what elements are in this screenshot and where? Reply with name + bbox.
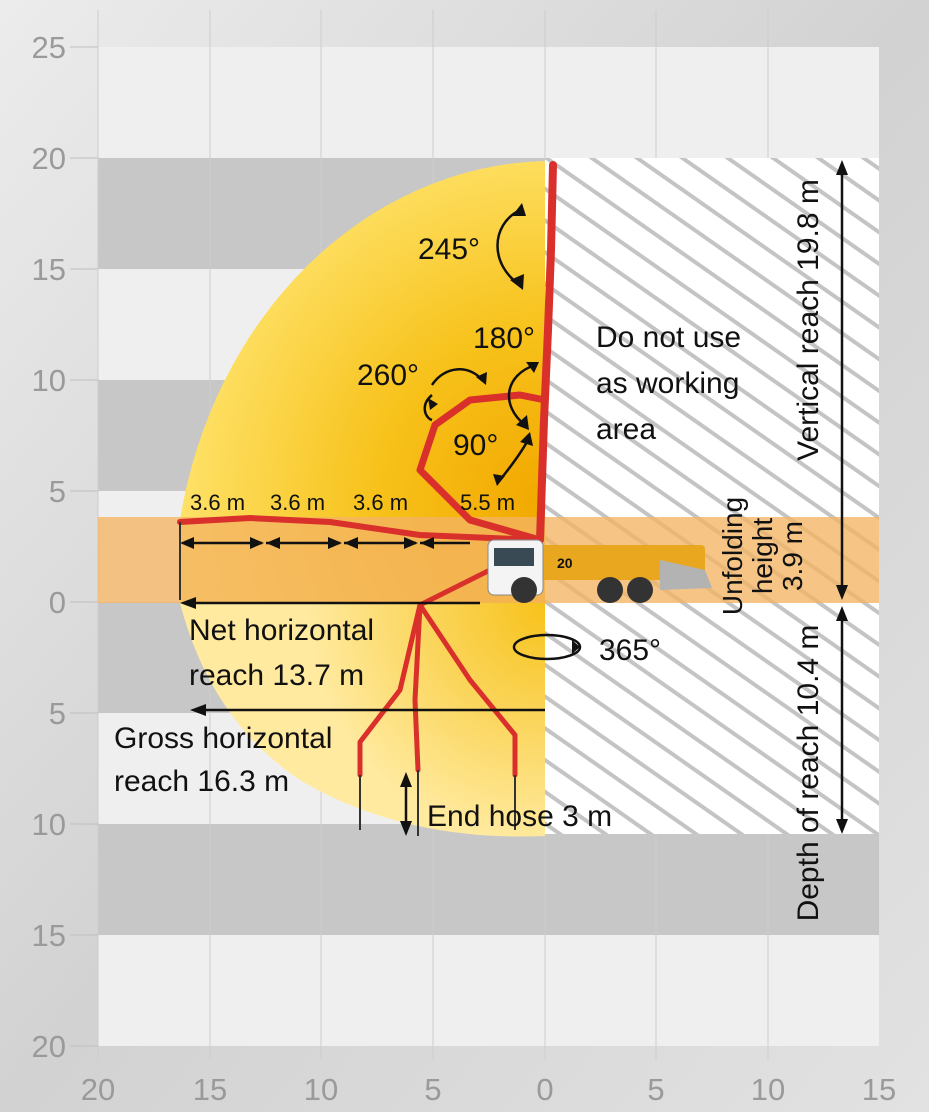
gross-reach-line-1: Gross horizontal bbox=[114, 722, 332, 755]
rotation-245-arc bbox=[496, 208, 521, 287]
x-tick-20: 20 bbox=[81, 1072, 115, 1107]
angle-260-label: 260° bbox=[357, 359, 419, 392]
band-m10-m15 bbox=[98, 824, 879, 935]
y-tick-25: 25 bbox=[32, 30, 66, 65]
depth-reach-label: Depth of reach 10.4 m bbox=[792, 625, 825, 922]
end-hoses bbox=[179, 522, 516, 836]
section-1-label: 3.6 m bbox=[190, 490, 245, 515]
boom-vertical bbox=[536, 161, 557, 544]
rotation-arrowheads bbox=[428, 203, 580, 654]
section-3-label: 3.6 m bbox=[353, 490, 408, 515]
angle-90-label: 90° bbox=[453, 429, 498, 462]
net-reach-line-2: reach 13.7 m bbox=[189, 659, 364, 692]
band-25-20 bbox=[98, 47, 879, 158]
angle-180-label: 180° bbox=[473, 322, 535, 355]
y-tick-20: 20 bbox=[32, 141, 66, 176]
truck: 20 bbox=[487, 539, 712, 603]
horizontal-ticklines bbox=[70, 46, 98, 1047]
net-reach-line-1: Net horizontal bbox=[189, 614, 374, 647]
no-work-line-2: as working bbox=[596, 367, 739, 400]
rotation-180-arc bbox=[507, 363, 536, 426]
unfolding-line-2: height bbox=[747, 518, 778, 595]
x-tick-10: 10 bbox=[304, 1072, 338, 1107]
vertical-reach-label: Vertical reach 19.8 m bbox=[792, 179, 825, 461]
band-m15-m20 bbox=[98, 935, 879, 1046]
boom-folded bbox=[416, 391, 549, 544]
x-tick-p5: 5 bbox=[647, 1072, 664, 1107]
boom-horizontal bbox=[177, 515, 543, 543]
no-work-line-3: area bbox=[596, 413, 656, 446]
gross-reach-line-2: reach 16.3 m bbox=[114, 765, 289, 798]
x-tick-0: 0 bbox=[536, 1072, 553, 1107]
y-tick-10: 10 bbox=[32, 363, 66, 398]
y-tick-m20: 20 bbox=[32, 1029, 66, 1064]
truck-hopper bbox=[660, 560, 712, 590]
x-tick-p15: 15 bbox=[862, 1072, 896, 1107]
truck-wheel-3 bbox=[627, 577, 653, 603]
angle-245-label: 245° bbox=[418, 233, 480, 266]
no-work-line-1: Do not use bbox=[596, 321, 741, 354]
x-axis-labels: 20 15 10 5 0 5 10 15 bbox=[81, 1072, 896, 1107]
truck-window bbox=[494, 548, 534, 566]
annotations: 245° 180° 260° 90° 365° Do not use as wo… bbox=[114, 179, 825, 921]
dimension-lines bbox=[184, 166, 844, 832]
boom-down-3 bbox=[417, 602, 518, 778]
boom-down-2 bbox=[412, 602, 423, 773]
section-2-label: 3.6 m bbox=[270, 490, 325, 515]
y-tick-15: 15 bbox=[32, 252, 66, 287]
section-4-label: 5.5 m bbox=[460, 490, 515, 515]
working-envelope-upper bbox=[180, 161, 545, 603]
unfolding-line-1: Unfolding bbox=[717, 497, 748, 615]
no-working-area bbox=[545, 158, 879, 834]
y-tick-m10: 10 bbox=[32, 807, 66, 842]
truck-wheel-2 bbox=[597, 577, 623, 603]
arrowheads bbox=[180, 160, 848, 836]
x-tick-5: 5 bbox=[424, 1072, 441, 1107]
rotation-260-arc-b bbox=[423, 394, 433, 422]
x-tick-p10: 10 bbox=[751, 1072, 785, 1107]
unfolding-line-3: 3.9 m bbox=[777, 521, 808, 591]
boom-drawings bbox=[177, 161, 557, 778]
working-envelope-lower bbox=[180, 603, 545, 837]
truck-wheel-1 bbox=[511, 577, 537, 603]
y-tick-0: 0 bbox=[49, 585, 66, 620]
truck-badge: 20 bbox=[557, 555, 573, 571]
y-axis-labels: 25 20 15 10 5 0 5 10 15 20 bbox=[32, 30, 66, 1064]
x-tick-15: 15 bbox=[193, 1072, 227, 1107]
y-tick-5: 5 bbox=[49, 474, 66, 509]
y-tick-m15: 15 bbox=[32, 918, 66, 953]
end-hose-label: End hose 3 m bbox=[427, 800, 612, 833]
angle-365-label: 365° bbox=[599, 634, 661, 667]
y-tick-m5: 5 bbox=[49, 696, 66, 731]
